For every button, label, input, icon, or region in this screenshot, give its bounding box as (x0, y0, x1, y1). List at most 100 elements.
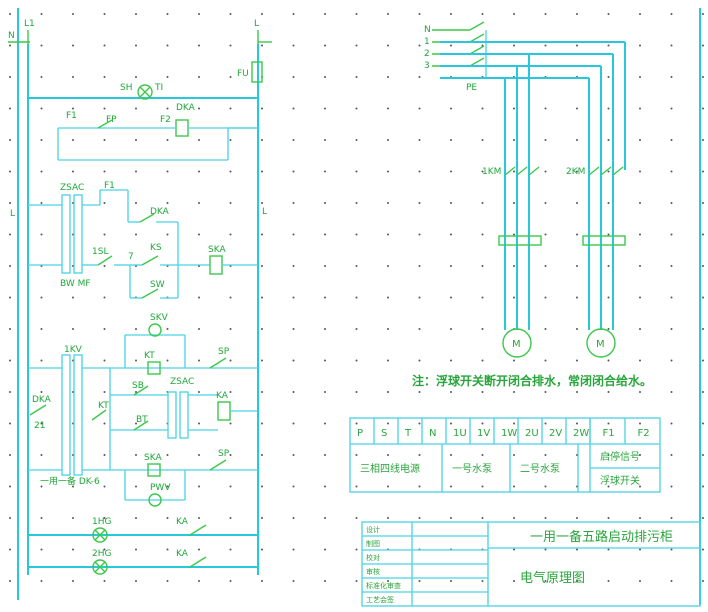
grid-dot (166, 548, 169, 551)
grid-dot (607, 580, 610, 582)
grid-dot (135, 328, 137, 330)
grid-dot (324, 485, 326, 488)
grid-dot (166, 454, 169, 456)
grid-dot (607, 170, 610, 173)
grid-dot (670, 233, 673, 236)
grid-dot (576, 13, 578, 15)
grid-dot (513, 422, 515, 425)
grid-dot (387, 13, 389, 15)
grid-dot (418, 202, 421, 204)
grid-dot (261, 44, 263, 47)
grid-dot (513, 391, 515, 393)
power-l2-label: 2 (424, 49, 430, 59)
grid-dot (513, 265, 515, 267)
grid-dot (607, 202, 610, 204)
grid-dot (9, 391, 11, 393)
grid-dot (576, 328, 578, 330)
grid-dot (261, 233, 263, 236)
terminal-cell: 1U (453, 428, 467, 439)
grid-dot (292, 202, 295, 204)
grid-dot (40, 580, 43, 582)
grid-dot (135, 202, 137, 204)
grid-dot (72, 76, 74, 78)
control-circuit: N L1 L FU SH TI F1 FP F2 DKA (8, 19, 272, 575)
grid-dot (324, 454, 326, 456)
grid-dot (40, 233, 43, 236)
grid-dot (72, 548, 74, 551)
grid-dot (481, 265, 484, 267)
grid-dot (324, 391, 326, 393)
grid-dot (103, 517, 106, 519)
grid-dot (166, 359, 169, 362)
grid-dot (544, 13, 547, 15)
grid-dot (387, 485, 389, 488)
grid-dot (355, 265, 358, 267)
grid-dot (670, 76, 673, 78)
grid-dot (292, 485, 295, 488)
grid-dot (166, 517, 169, 519)
grid-dot (607, 44, 610, 47)
terminal-l1-label: L1 (24, 19, 35, 29)
grid-dot (607, 328, 610, 330)
grid-dot (72, 13, 74, 15)
grid-dot (387, 76, 389, 78)
thermal-relay-1 (498, 235, 542, 246)
grid-dot (198, 170, 200, 173)
power-circuit: N 1 2 3 PE 1KM 2KM (424, 21, 626, 358)
grid-dot (292, 44, 295, 47)
grid-dot (229, 422, 232, 425)
grid-dot (261, 265, 263, 267)
terminal-cell: 1V (477, 428, 490, 439)
grid-dot (576, 359, 578, 362)
grid-dot (607, 76, 610, 78)
grid-dot (544, 422, 547, 425)
grid-dot (229, 548, 232, 551)
grid-dot (450, 44, 452, 47)
grid-dot (324, 202, 326, 204)
grid-dot (324, 76, 326, 78)
grid-dot (355, 44, 358, 47)
grid-dot (639, 76, 641, 78)
grid-dot (355, 76, 358, 78)
grid-dot (670, 517, 673, 519)
grid-dot (670, 485, 673, 488)
grid-dot (418, 580, 421, 582)
drawing-border (17, 8, 701, 605)
grid-dot (229, 202, 232, 204)
grid-dot (544, 328, 547, 330)
grid-dot (418, 454, 421, 456)
ka-coil-symbol (175, 119, 189, 137)
dot-grid (9, 13, 704, 582)
grid-dot (355, 202, 358, 204)
motor-1-icon (502, 328, 532, 358)
grid-dot (387, 170, 389, 173)
grid-dot (387, 328, 389, 330)
lamp-hl2-label: 2HG (92, 549, 111, 559)
grid-dot (355, 328, 358, 330)
grid-dot (198, 13, 200, 15)
grid-dot (9, 170, 11, 173)
terminal-cell: F2 (638, 428, 650, 439)
grid-dot (481, 296, 484, 299)
grid-dot (639, 107, 641, 110)
grid-dot (103, 422, 106, 425)
pump1-lamp-label: SKV (150, 313, 169, 323)
grid-dot (292, 233, 295, 236)
grid-dot (387, 454, 389, 456)
grid-dot (544, 296, 547, 299)
grid-dot (198, 107, 200, 110)
grid-dot (292, 328, 295, 330)
grid-dot (670, 44, 673, 47)
grid-dot (166, 580, 169, 582)
grid-dot (135, 107, 137, 110)
transformer-tag: BW MF (60, 279, 91, 289)
grid-dot (40, 328, 43, 330)
grid-dot (72, 517, 74, 519)
grid-dot (135, 233, 137, 236)
grid-dot (418, 485, 421, 488)
grid-dot (387, 139, 389, 141)
grid-dot (72, 139, 74, 141)
grid-dot (576, 265, 578, 267)
grid-dot (324, 13, 326, 15)
ka-coil2-label: SKA (208, 245, 226, 255)
